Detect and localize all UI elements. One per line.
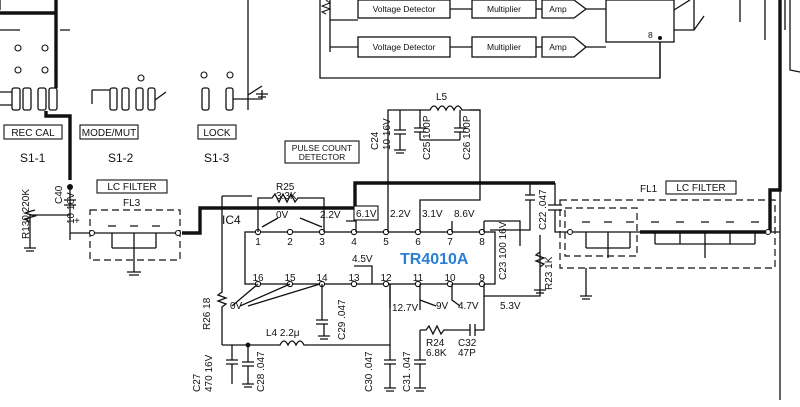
ic4-pin-label-5: 5 bbox=[383, 237, 389, 248]
rec-cal-box bbox=[3, 124, 63, 140]
r23-label: R23 1K bbox=[544, 256, 555, 290]
ic4-pin-label-9: 9 bbox=[479, 273, 485, 284]
c40-value: 10 16V bbox=[66, 192, 77, 224]
pulse-count-box bbox=[284, 140, 360, 164]
lc-filter-right-box bbox=[665, 180, 737, 195]
ic4-pin-2 bbox=[286, 228, 294, 236]
lc-filter-left-box bbox=[96, 179, 168, 194]
c31-label: C31 .047 bbox=[402, 351, 413, 392]
c28-label: C28 .047 bbox=[256, 351, 267, 392]
ic4-pin-label-3: 3 bbox=[319, 237, 325, 248]
v-3v1: 3.1V bbox=[422, 209, 443, 220]
c40-label: C40 bbox=[54, 185, 65, 204]
c27-value: 470 16V bbox=[204, 354, 215, 392]
amp-1-label: Amp bbox=[549, 4, 567, 14]
v-4v7: 4.7V bbox=[458, 301, 479, 312]
ic4-pin-label-1: 1 bbox=[255, 237, 261, 248]
c23-label: C23 100 16V bbox=[498, 221, 509, 280]
c32-label: C32 bbox=[458, 338, 477, 349]
v-12v7: 12.7V bbox=[392, 303, 418, 314]
ic4-pin-label-2: 2 bbox=[287, 237, 293, 248]
pulse-count-line1: PULSE COUNT bbox=[292, 143, 352, 153]
amp-2-label: Amp bbox=[549, 42, 567, 52]
r25-value: 3.3K bbox=[276, 191, 297, 202]
c27-label: C27 bbox=[192, 373, 203, 392]
r24-value: 6.8K bbox=[426, 348, 447, 359]
fl1-label: FL1 bbox=[640, 184, 658, 195]
lock-label: LOCK bbox=[203, 128, 231, 139]
ic4-pin-13 bbox=[350, 280, 358, 288]
lc-filter-right-label: LC FILTER bbox=[676, 183, 725, 194]
rec-cal-label: REC CAL bbox=[11, 128, 55, 139]
top-signal-blocks: Voltage Detector Multiplier Amp Voltage … bbox=[319, 0, 800, 400]
c25-label: C25 100P bbox=[422, 115, 433, 160]
mode-mut-box bbox=[79, 124, 139, 140]
c29-label: C29 .047 bbox=[337, 299, 348, 340]
amp-1 bbox=[541, 0, 588, 19]
ic4-body bbox=[244, 231, 496, 285]
c24-value: 10 16V bbox=[382, 118, 393, 150]
multiplier-1-label: Multiplier bbox=[487, 4, 521, 14]
v-9v: 9V bbox=[436, 301, 449, 312]
fl3-label: FL3 bbox=[123, 198, 141, 209]
ic4-pin-label-13: 13 bbox=[348, 273, 360, 284]
ic4-pin-label-7: 7 bbox=[447, 237, 453, 248]
ic4-pin-label-10: 10 bbox=[444, 273, 456, 284]
r24-label: R24 bbox=[426, 338, 445, 349]
v-2v2-b: 2.2V bbox=[390, 209, 411, 220]
node-8-label: 8 bbox=[648, 30, 653, 40]
r25-label: R25 bbox=[276, 182, 295, 193]
l4-label: L4 2.2μ bbox=[266, 328, 300, 339]
v-0v-left: 0V bbox=[230, 301, 243, 312]
c32-value: 47P bbox=[458, 348, 476, 359]
ic4-pin-label-6: 6 bbox=[415, 237, 421, 248]
multiplier-2-label: Multiplier bbox=[487, 42, 521, 52]
s1-2-label: S1-2 bbox=[108, 151, 134, 165]
c24-label: C24 bbox=[370, 131, 381, 150]
pulse-count-line2: DETECTOR bbox=[299, 152, 346, 162]
ic4-label: IC4 bbox=[222, 213, 241, 227]
ic4-pin-12 bbox=[382, 280, 390, 288]
v-6v1: 6.1V bbox=[356, 209, 377, 220]
ic4-pin-label-14: 14 bbox=[316, 273, 328, 284]
v-5v3: 5.3V bbox=[500, 301, 521, 312]
ic4-pin-label-16: 16 bbox=[252, 273, 264, 284]
c26-label: C26 100P bbox=[462, 115, 473, 160]
lock-box bbox=[197, 124, 237, 140]
l5-label: L5 bbox=[436, 92, 448, 103]
amp-2 bbox=[541, 36, 588, 58]
ic4-pin-label-4: 4 bbox=[351, 237, 357, 248]
ic4-pin-label-15: 15 bbox=[284, 273, 296, 284]
c22-label: C22 .047 bbox=[538, 189, 549, 230]
r130-label: R130 220K bbox=[21, 189, 32, 239]
c40-plus: + bbox=[74, 216, 80, 227]
ic4-pin-label-11: 11 bbox=[413, 273, 424, 284]
tr4010a-label: TR4010A bbox=[400, 251, 469, 268]
v-4v5: 4.5V bbox=[352, 254, 373, 265]
voltage-detector-2-label: Voltage Detector bbox=[373, 42, 436, 52]
ic4-wiring: R25 3.3K 0V 2.2V 6.1V 2.2V 3.1V 8.6V L5 … bbox=[192, 92, 570, 392]
logic-block bbox=[605, 0, 675, 43]
voltage-detector-1-label: Voltage Detector bbox=[373, 4, 436, 14]
ic4-pin-label-12: 12 bbox=[380, 273, 392, 284]
ic4-top-pins: 1 2 3 4 5 6 7 8 bbox=[254, 228, 485, 248]
ic4-pin-label-8: 8 bbox=[479, 237, 485, 248]
v-0v-top: 0V bbox=[276, 210, 289, 221]
lc-filter-fl1: LC FILTER FL1 bbox=[559, 0, 782, 300]
v-2v2-a: 2.2V bbox=[320, 210, 341, 221]
c30-label: C30 .047 bbox=[364, 351, 375, 392]
lc-filter-left-label: LC FILTER bbox=[107, 182, 156, 193]
s1-1-label: S1-1 bbox=[20, 151, 46, 165]
r26-label: R26 18 bbox=[202, 297, 213, 330]
mode-mut-label: MODE/MUT bbox=[82, 128, 136, 139]
s1-3-label: S1-3 bbox=[204, 151, 230, 165]
v-8v6: 8.6V bbox=[454, 209, 475, 220]
switch-section: REC CAL S1-1 MODE/MUT S1-2 LOCK S1-3 bbox=[0, 0, 268, 180]
